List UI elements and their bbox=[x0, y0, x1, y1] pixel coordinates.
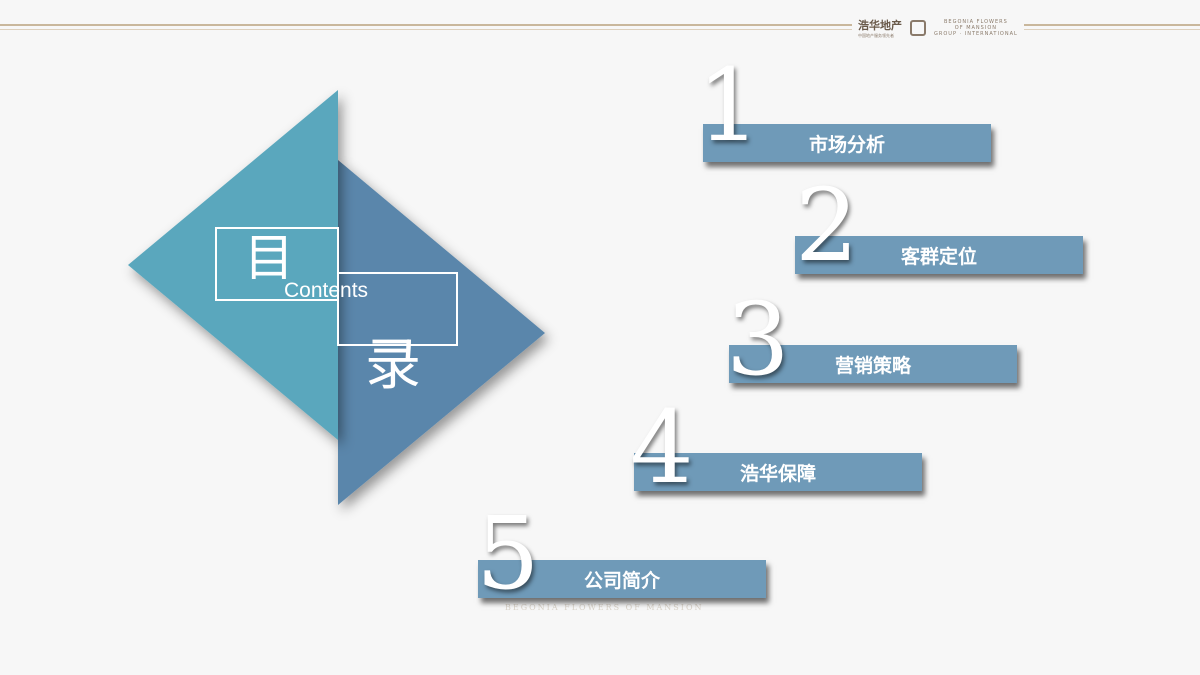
toc-number-5: 5 bbox=[476, 495, 540, 612]
toc-item-1[interactable]: 市场分析 bbox=[703, 124, 991, 162]
title-frame-1 bbox=[215, 227, 339, 301]
toc-item-5[interactable]: 公司简介 bbox=[478, 560, 766, 598]
toc-number-1: 1 bbox=[697, 47, 761, 164]
header-rule bbox=[0, 24, 1200, 26]
seal-icon bbox=[910, 20, 926, 36]
toc-item-3[interactable]: 营销策略 bbox=[729, 345, 1017, 383]
title-char-mu: 目 bbox=[244, 229, 294, 287]
toc-number-3: 3 bbox=[726, 281, 790, 398]
left-triangle bbox=[128, 90, 338, 440]
title-char-lu: 录 bbox=[365, 333, 421, 398]
toc-number-4: 4 bbox=[630, 389, 694, 506]
toc-item-4[interactable]: 浩华保障 bbox=[634, 453, 922, 491]
title-english: Contents bbox=[284, 279, 369, 302]
toc-item-2[interactable]: 客群定位 bbox=[795, 236, 1083, 274]
toc-number-2: 2 bbox=[795, 167, 859, 284]
watermark-text: BEGONIA FLOWERS OF MANSION bbox=[505, 603, 704, 612]
title-frame-2 bbox=[337, 272, 458, 346]
header-rule-thin bbox=[0, 29, 1200, 30]
right-triangle bbox=[338, 160, 545, 505]
